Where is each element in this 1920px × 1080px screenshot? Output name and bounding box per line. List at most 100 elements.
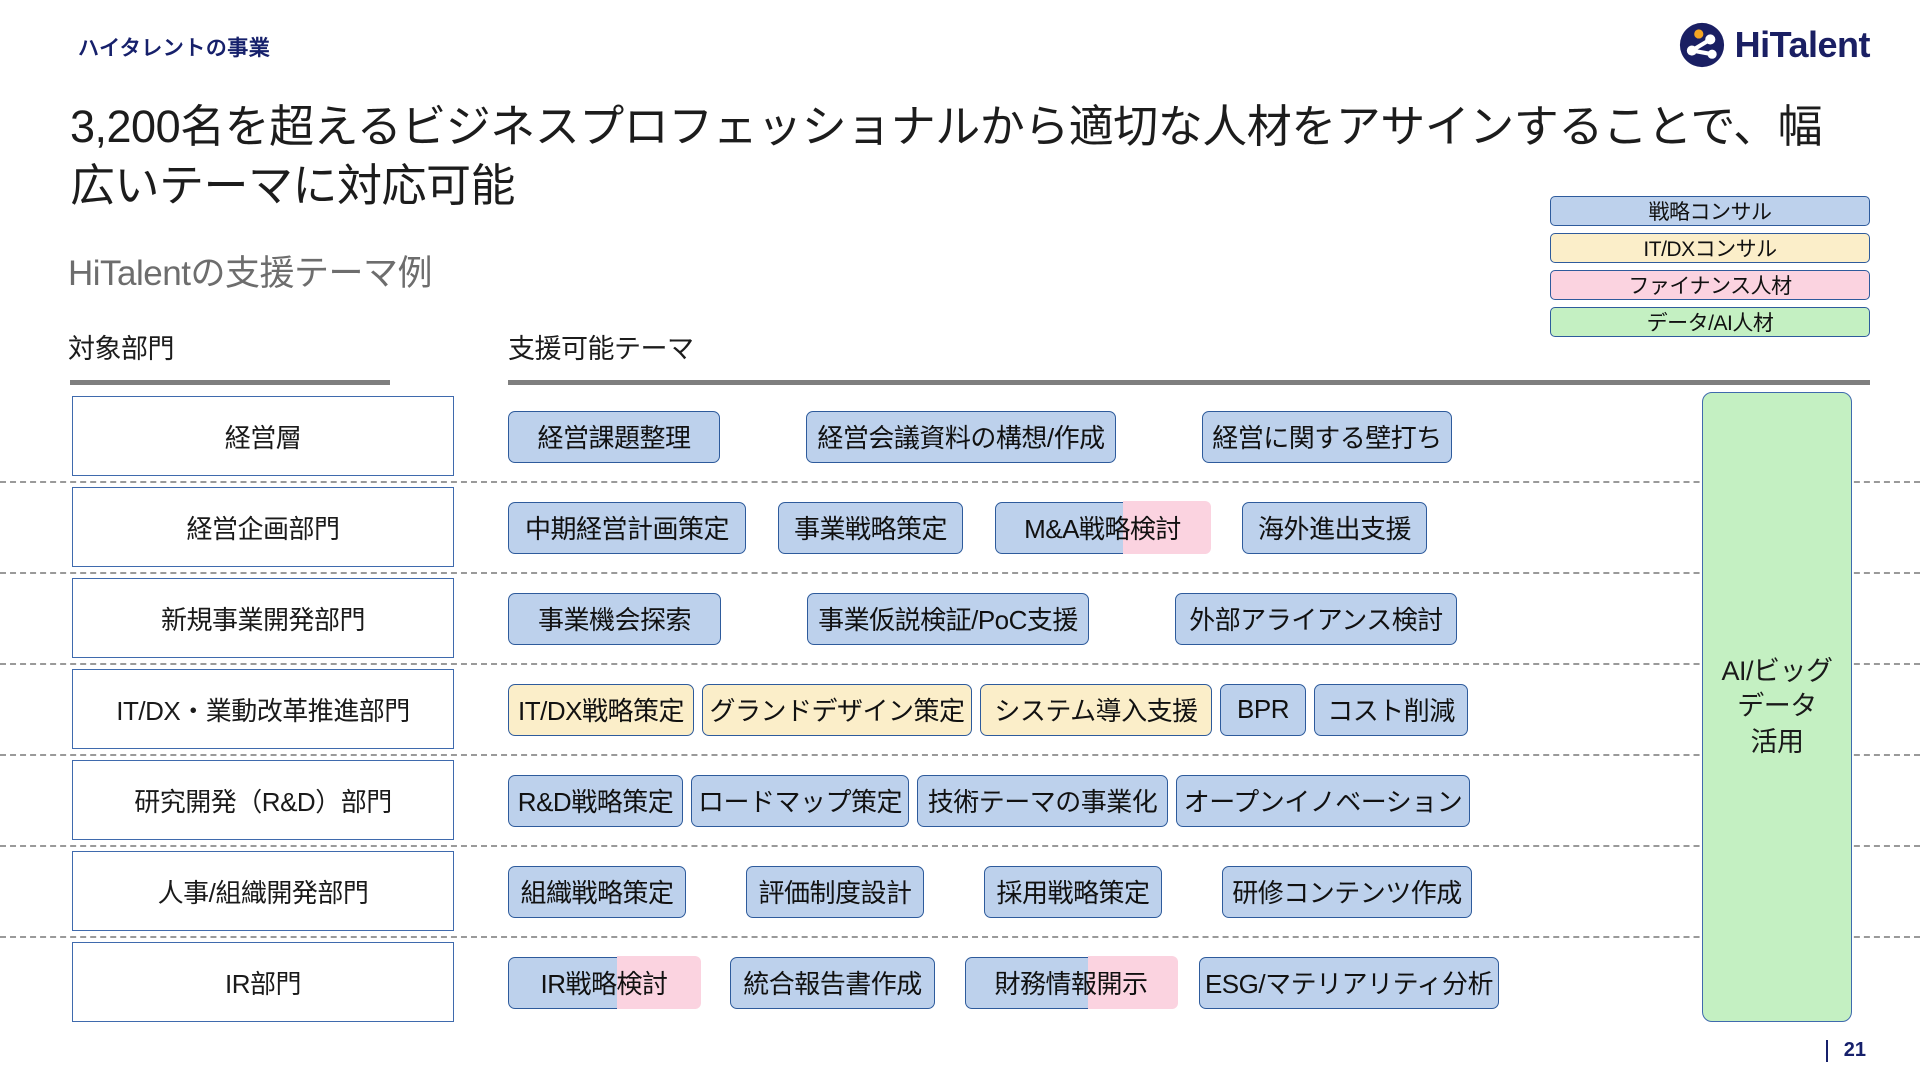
- theme-chip[interactable]: 経営課題整理: [508, 410, 720, 463]
- legend: 戦略コンサル IT/DXコンサルファイナンス人材データ/AI人材: [1550, 196, 1870, 344]
- theme-chip-label: オープンイノベーション: [1183, 787, 1463, 817]
- theme-chip[interactable]: IT/DX戦略策定: [508, 683, 694, 736]
- theme-chip[interactable]: M&A戦略検討: [995, 501, 1211, 554]
- page-number: 21: [1843, 1039, 1866, 1061]
- theme-chip[interactable]: 研修コンテンツ作成: [1222, 865, 1472, 918]
- theme-chip-label: 海外進出支援: [1257, 514, 1412, 544]
- theme-chip-label: 外部アライアンス検討: [1189, 605, 1443, 635]
- finance-highlight-overlay: [1087, 956, 1178, 1009]
- theme-chip[interactable]: 経営会議資料の構想/作成: [806, 410, 1116, 463]
- theme-chip-label: 統合報告書作成: [743, 969, 922, 999]
- footer-divider: [1825, 1039, 1828, 1062]
- theme-chip[interactable]: 統合報告書作成: [730, 956, 935, 1009]
- theme-chip[interactable]: 海外進出支援: [1242, 501, 1427, 554]
- themes-cell: IR戦略検討 統合報告書作成 財務情報開示 ESG/マテリアリティ分析: [508, 938, 1708, 1027]
- page-headline: 3,200名を超えるビジネスプロフェッショナルから適切な人材をアサインすることで…: [70, 101, 1823, 211]
- theme-chip[interactable]: 評価制度設計: [746, 865, 924, 918]
- theme-chip-label: ロードマップ策定: [698, 787, 903, 817]
- theme-chip-label: 評価制度設計: [758, 878, 913, 908]
- table-row: 研究開発（R&D）部門 R&D戦略策定ロードマップ策定技術テーマの事業化オープンイ…: [0, 754, 1920, 845]
- legend-item-yellow: IT/DXコンサル: [1550, 233, 1870, 263]
- theme-chip-label: 中期経営計画策定: [524, 514, 730, 544]
- header-rule-right: [508, 380, 1870, 385]
- legend-item-blue: 戦略コンサル: [1550, 196, 1870, 226]
- logo-wordmark: HiTalent: [1734, 24, 1871, 65]
- theme-chip[interactable]: BPR: [1220, 683, 1306, 736]
- department-cell[interactable]: IR部門: [72, 942, 454, 1022]
- header-rule-left: [70, 380, 390, 385]
- theme-chip[interactable]: 技術テーマの事業化: [917, 774, 1168, 827]
- department-label: 経営企画部門: [186, 513, 340, 544]
- theme-chip[interactable]: 事業仮説検証/PoC支援: [807, 592, 1089, 645]
- theme-chip[interactable]: 経営に関する壁打ち: [1202, 410, 1452, 463]
- ai-bigdata-band: AI/ビッグ データ 活用: [1702, 392, 1852, 1022]
- department-cell[interactable]: 人事/組織開発部門: [72, 851, 454, 931]
- finance-highlight-overlay: [1122, 501, 1211, 554]
- ai-bigdata-band-label: AI/ビッグ データ 活用: [1721, 654, 1833, 761]
- column-title-departments: 対象部門: [68, 334, 175, 364]
- theme-chip[interactable]: 財務情報開示: [965, 956, 1178, 1009]
- theme-chip[interactable]: オープンイノベーション: [1176, 774, 1470, 827]
- theme-chip-label: BPR: [1237, 694, 1289, 724]
- band-line-2: データ: [1737, 691, 1817, 722]
- table-row: 人事/組織開発部門 組織戦略策定 評価制度設計 採用戦略策定 研修コンテンツ作成: [0, 845, 1920, 936]
- theme-chip-label: M&A戦略検討: [1024, 514, 1181, 544]
- theme-chip[interactable]: ロードマップ策定: [691, 774, 909, 827]
- theme-chip[interactable]: 事業戦略策定: [778, 501, 963, 554]
- department-label: 研究開発（R&D）部門: [134, 786, 392, 817]
- theme-chip-label: 事業戦略策定: [793, 514, 948, 544]
- hitalent-logo: HiTalent: [1679, 22, 1871, 68]
- theme-chip[interactable]: 採用戦略策定: [984, 865, 1162, 918]
- department-label: IT/DX・業動改革推進部門: [116, 695, 410, 726]
- department-cell[interactable]: 経営企画部門: [72, 487, 454, 567]
- themes-cell: 組織戦略策定 評価制度設計 採用戦略策定 研修コンテンツ作成: [508, 847, 1708, 936]
- table-row: IR部門 IR戦略検討 統合報告書作成 財務情報開示 ESG/マテリアリティ分析: [0, 936, 1920, 1027]
- theme-chip[interactable]: コスト削減: [1314, 683, 1468, 736]
- theme-chip[interactable]: 中期経営計画策定: [508, 501, 746, 554]
- legend-item-label: ファイナンス人材: [1628, 275, 1792, 298]
- band-line-3: 活用: [1750, 726, 1804, 757]
- department-label: 新規事業開発部門: [160, 604, 366, 635]
- eyebrow-label: ハイタレントの事業: [78, 37, 271, 60]
- themes-cell: IT/DX戦略策定グランドデザイン策定システム導入支援 BPR コスト削減: [508, 665, 1708, 754]
- footer: 21: [1825, 1039, 1866, 1062]
- theme-chip[interactable]: 組織戦略策定: [508, 865, 686, 918]
- theme-chip[interactable]: ESG/マテリアリティ分析: [1199, 956, 1499, 1009]
- department-label: 経営層: [224, 422, 302, 453]
- theme-chip-label: 財務情報開示: [994, 969, 1148, 999]
- matrix-grid: 経営層 経営課題整理 経営会議資料の構想/作成 経営に関する壁打ち経営企画部門 中期経営…: [0, 392, 1920, 1027]
- theme-chip-label: 組織戦略策定: [520, 878, 675, 908]
- department-cell[interactable]: 経営層: [72, 396, 454, 476]
- legend-item-label: 戦略コンサル: [1648, 201, 1773, 224]
- band-line-1: AI/ビッグ: [1721, 655, 1833, 686]
- department-cell[interactable]: 研究開発（R&D）部門: [72, 760, 454, 840]
- theme-chip-label: 技術テーマの事業化: [927, 787, 1158, 817]
- theme-chip[interactable]: グランドデザイン策定: [702, 683, 972, 736]
- legend-item-label: データ/AI人材: [1646, 312, 1774, 335]
- page-subtitle: HiTalentの支援テーマ例: [68, 254, 432, 293]
- theme-chip-label: 経営会議資料の構想/作成: [817, 423, 1105, 453]
- theme-chip-label: IT/DX戦略策定: [518, 696, 684, 726]
- finance-highlight-overlay: [616, 956, 701, 1009]
- department-label: 人事/組織開発部門: [157, 877, 369, 908]
- theme-chip-label: 採用戦略策定: [996, 878, 1151, 908]
- themes-cell: R&D戦略策定ロードマップ策定技術テーマの事業化オープンイノベーション: [508, 756, 1708, 845]
- theme-chip[interactable]: システム導入支援: [980, 683, 1212, 736]
- theme-chip-label: 事業仮説検証/PoC支援: [818, 605, 1078, 635]
- theme-chip-label: R&D戦略策定: [517, 787, 674, 817]
- theme-chip[interactable]: R&D戦略策定: [508, 774, 683, 827]
- legend-item-pink: ファイナンス人材: [1550, 270, 1870, 300]
- theme-chip-label: コスト削減: [1327, 696, 1455, 726]
- hitalent-logo-mark: [1679, 22, 1724, 68]
- theme-chip[interactable]: IR戦略検討: [508, 956, 701, 1009]
- theme-chip-label: グランドデザイン策定: [709, 696, 966, 726]
- department-label: IR部門: [224, 968, 302, 999]
- department-cell[interactable]: 新規事業開発部門: [72, 578, 454, 658]
- theme-chip[interactable]: 事業機会探索: [508, 592, 721, 645]
- theme-chip-label: 経営課題整理: [537, 423, 691, 453]
- theme-chip[interactable]: 外部アライアンス検討: [1175, 592, 1457, 645]
- legend-item-label: IT/DXコンサル: [1643, 238, 1777, 261]
- legend-item-green: データ/AI人材: [1550, 307, 1870, 337]
- theme-chip-label: ESG/マテリアリティ分析: [1204, 969, 1494, 999]
- department-cell[interactable]: IT/DX・業動改革推進部門: [72, 669, 454, 749]
